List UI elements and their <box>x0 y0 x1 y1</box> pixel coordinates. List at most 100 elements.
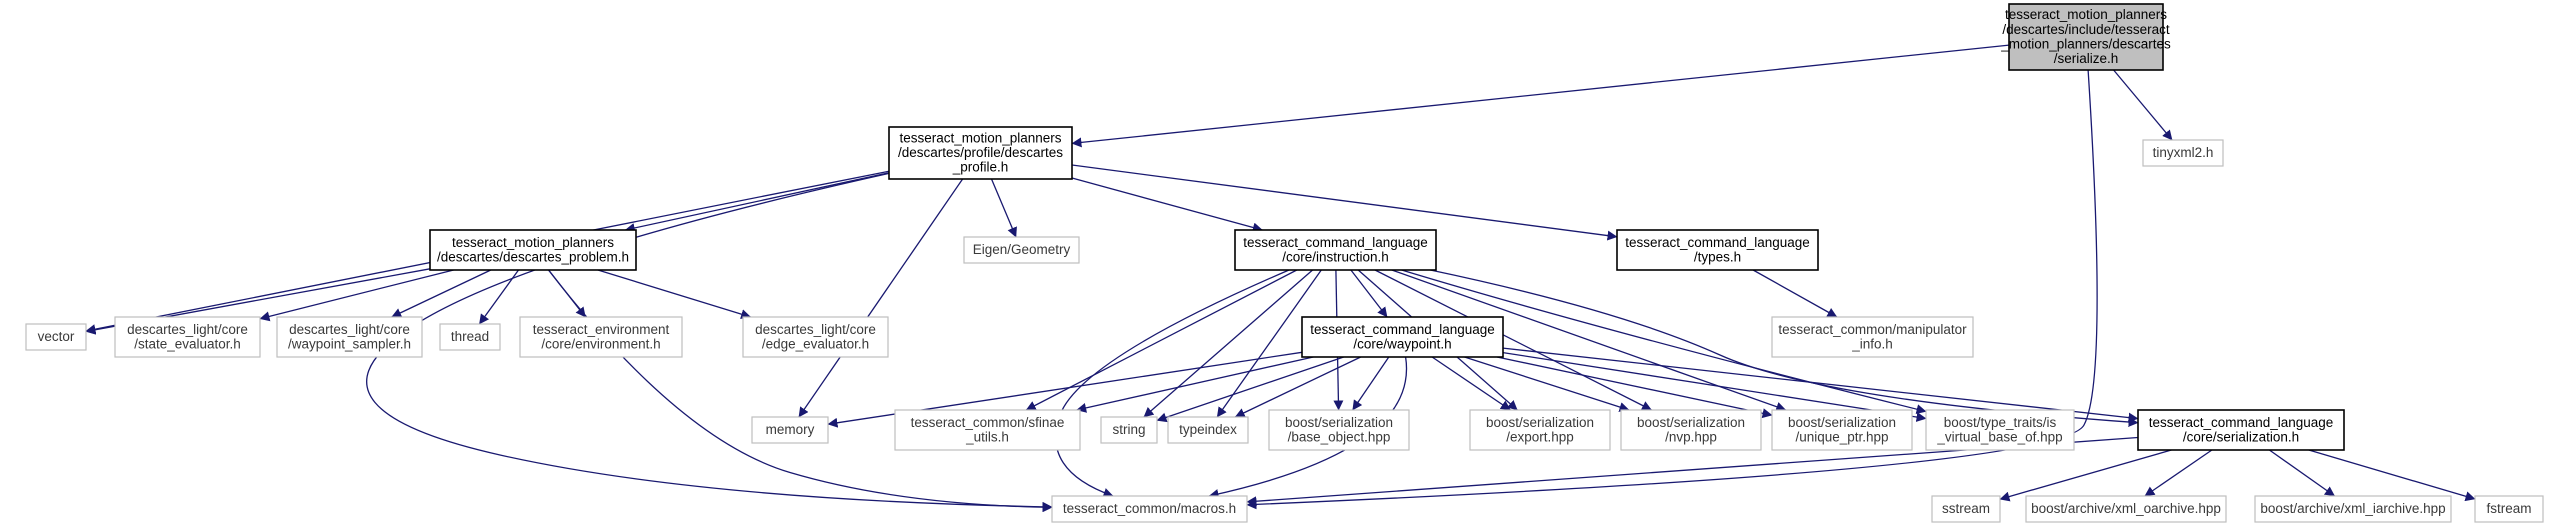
node-box <box>276 316 423 358</box>
node-types[interactable]: tesseract_command_language/types.h <box>1616 229 1819 271</box>
node-label-line: boost/archive/xml_iarchive.hpp <box>2260 501 2445 516</box>
node-label-line: boost/serialization <box>1486 415 1594 430</box>
node-box <box>2137 409 2345 451</box>
node-box <box>439 323 501 351</box>
node-instruction[interactable]: tesseract_command_language/core/instruct… <box>1234 229 1437 271</box>
node-box <box>894 409 1081 451</box>
node-descartes-problem[interactable]: tesseract_motion_planners/descartes/desc… <box>429 229 637 271</box>
node-box <box>114 316 261 358</box>
node-waypoint-sampler: descartes_light/core/waypoint_sampler.h <box>276 316 423 358</box>
node-box <box>1234 229 1437 271</box>
node-label-line: _motion_planners/descartes <box>2000 36 2171 51</box>
node-box <box>2008 3 2164 71</box>
node-label-line: boost/serialization <box>1285 415 1393 430</box>
edge-waypoint-to-unique_ptr <box>1496 356 1773 419</box>
edge-serialization-to-sstream <box>1999 449 2172 502</box>
node-serialization[interactable]: tesseract_command_language/core/serializ… <box>2137 409 2345 451</box>
node-label-line: vector <box>38 329 75 344</box>
edge-waypoint-to-nvp <box>1464 356 1630 412</box>
node-label-line: descartes_light/core <box>127 322 248 337</box>
node-label-line: tinyxml2.h <box>2153 145 2214 160</box>
edge-descartes_problem-to-waypoint_sampler <box>391 269 492 318</box>
node-label-line: tesseract_common/sfinae <box>911 415 1065 430</box>
edge-instruction-to-nvp <box>1374 269 1652 411</box>
node-environment: tesseract_environment/core/environment.h <box>519 316 683 358</box>
edge-instruction-to-macros <box>1055 269 1290 498</box>
node-label-line: tesseract_environment <box>533 322 670 337</box>
edge-descartes_problem-to-state_evaluator <box>259 269 454 322</box>
node-box <box>751 416 829 444</box>
node-box <box>1616 229 1819 271</box>
node-label-line: tesseract_motion_planners <box>452 235 614 250</box>
node-box <box>1268 409 1410 451</box>
node-box <box>2025 495 2227 523</box>
edge-descartes_profile-to-eigen_geometry <box>990 178 1017 238</box>
node-label-line: /descartes/descartes_problem.h <box>437 249 629 264</box>
node-label-line: /base_object.hpp <box>1288 429 1391 444</box>
node-serialize[interactable]: tesseract_motion_planners/descartes/incl… <box>2000 3 2171 71</box>
node-box <box>2474 495 2544 523</box>
node-label-line: _info.h <box>1851 336 1893 351</box>
edge-serialization-to-xml_iarchive <box>2269 449 2336 497</box>
edge-instruction-to-virtual_base <box>1401 269 1927 415</box>
node-label-line: boost/type_traits/is <box>1944 415 2057 430</box>
node-box <box>742 316 889 358</box>
node-label-line: tesseract_command_language <box>2149 415 2334 430</box>
node-sstream: sstream <box>1931 495 2001 523</box>
node-label-line: string <box>1112 422 1145 437</box>
node-fstream: fstream <box>2474 495 2544 523</box>
node-xml-oarchive: boost/archive/xml_oarchive.hpp <box>2025 495 2227 523</box>
node-label-line: /state_evaluator.h <box>134 336 241 351</box>
node-label-line: tesseract_motion_planners <box>2005 7 2167 22</box>
node-waypoint[interactable]: tesseract_command_language/core/waypoint… <box>1301 316 1504 358</box>
node-state-evaluator: descartes_light/core/state_evaluator.h <box>114 316 261 358</box>
node-label-line: /export.hpp <box>1506 429 1574 444</box>
edge-descartes_profile-to-descartes_problem <box>624 172 890 233</box>
node-box <box>1931 495 2001 523</box>
node-xml-iarchive: boost/archive/xml_iarchive.hpp <box>2254 495 2452 523</box>
node-descartes-profile[interactable]: tesseract_motion_planners/descartes/prof… <box>888 126 1073 180</box>
node-macros: tesseract_common/macros.h <box>1051 495 1248 523</box>
node-nvp: boost/serialization/nvp.hpp <box>1620 409 1762 451</box>
node-edge-evaluator: descartes_light/core/edge_evaluator.h <box>742 316 889 358</box>
node-box <box>963 236 1080 264</box>
node-base-object: boost/serialization/base_object.hpp <box>1268 409 1410 451</box>
node-label-line: _utils.h <box>965 429 1009 444</box>
node-label-line: thread <box>451 329 489 344</box>
edge-instruction-to-string <box>1143 269 1314 418</box>
node-label-line: typeindex <box>1179 422 1237 437</box>
node-label-line: descartes_light/core <box>289 322 410 337</box>
node-label-line: /serialize.h <box>2054 51 2119 66</box>
node-label-line: tesseract_motion_planners <box>899 131 1061 146</box>
edge-serialization-to-xml_oarchive <box>2144 449 2213 497</box>
node-label-line: /unique_ptr.hpp <box>1795 429 1888 444</box>
node-sfinae: tesseract_common/sfinae_utils.h <box>894 409 1081 451</box>
node-vector: vector <box>25 323 87 351</box>
node-memory: memory <box>751 416 829 444</box>
node-unique-ptr: boost/serialization/unique_ptr.hpp <box>1771 409 1913 451</box>
node-label-line: tesseract_command_language <box>1243 235 1428 250</box>
edge-serialization-to-fstream <box>2308 449 2476 502</box>
node-label-line: /core/instruction.h <box>1282 249 1389 264</box>
edge-waypoint-to-base_object <box>1352 356 1390 411</box>
edge-types-to-manipulator_info <box>1752 269 1838 318</box>
node-label-line: boost/serialization <box>1788 415 1896 430</box>
edge-instruction-to-sfinae <box>1025 269 1298 411</box>
node-label-line: /core/waypoint.h <box>1353 336 1451 351</box>
node-label-line: /types.h <box>1694 249 1741 264</box>
node-label-line: /edge_evaluator.h <box>762 336 869 351</box>
node-label-line: Eigen/Geometry <box>973 242 1071 257</box>
node-label-line: tesseract_common/manipulator <box>1778 322 1967 337</box>
node-label-line: /descartes/include/tesseract <box>2002 22 2170 37</box>
edge-serialize-to-tinyxml2 <box>2113 69 2173 141</box>
node-label-line: fstream <box>2486 501 2531 516</box>
edge-waypoint-to-sfinae <box>1076 356 1314 413</box>
node-box <box>1301 316 1504 358</box>
node-box <box>519 316 683 358</box>
node-tinyxml2: tinyxml2.h <box>2142 139 2224 167</box>
node-box <box>1100 416 1158 444</box>
node-box <box>25 323 87 351</box>
node-label-line: _virtual_base_of.hpp <box>1936 429 2062 444</box>
node-label-line: boost/serialization <box>1637 415 1745 430</box>
edge-waypoint-to-serialization <box>1502 347 2139 423</box>
